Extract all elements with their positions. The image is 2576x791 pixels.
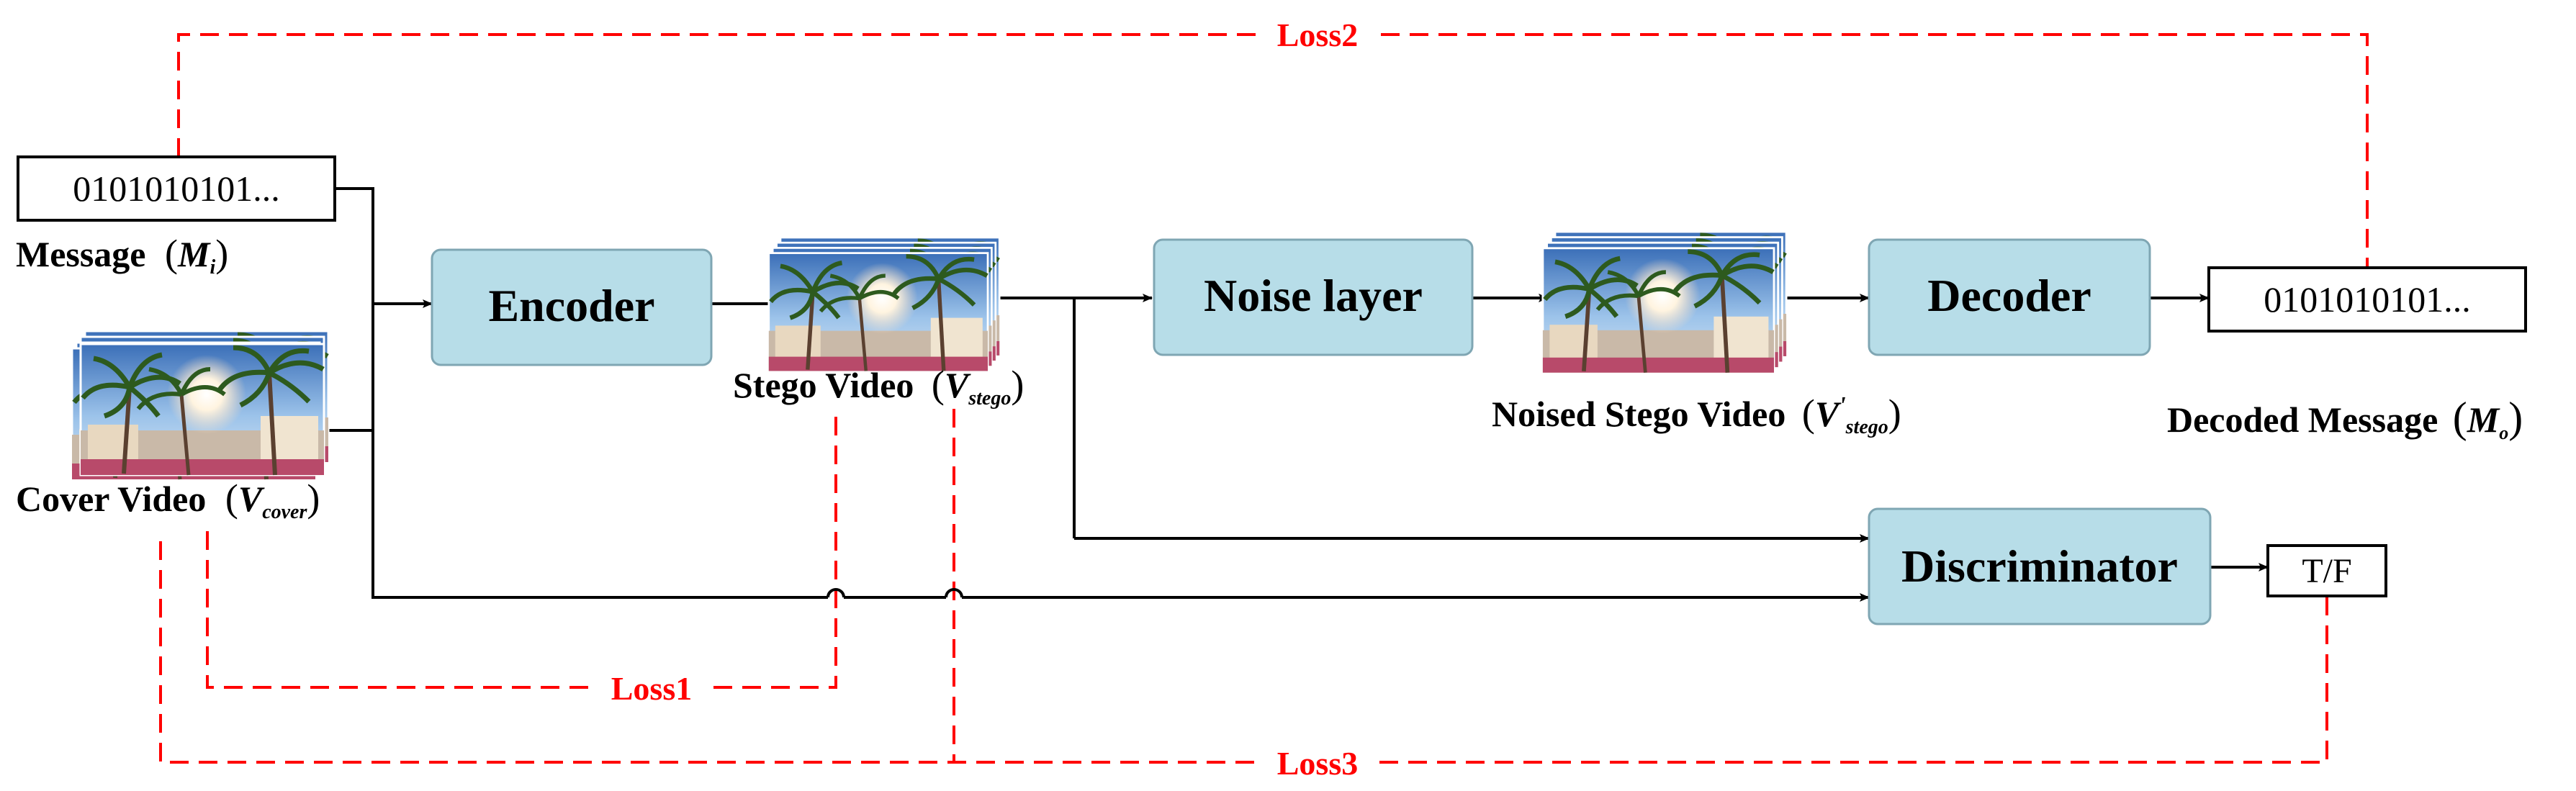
- tf-output: T/F: [2266, 544, 2387, 597]
- stego-video: Stego Video (Vstego): [733, 238, 1024, 410]
- noised-stego-video-frames: [1543, 232, 1786, 373]
- noised-stego-video: Noised Stego Video (V'stego): [1492, 232, 1901, 438]
- decoded-message-box: [2207, 266, 2527, 333]
- noise-layer-label: Noise layer: [1204, 270, 1423, 321]
- message-label: Message (Mi): [16, 232, 228, 279]
- loss2-line: [177, 33, 2369, 268]
- loss3-line: [159, 541, 2328, 764]
- message-bits: 0101010101...: [73, 168, 280, 209]
- cover-video: Cover Video (Vcover): [16, 331, 328, 523]
- decoder-label: Decoder: [1927, 270, 2091, 321]
- decoder-block: Decoder: [1868, 238, 2151, 356]
- encoder-box: [431, 248, 713, 366]
- discriminator-box: [1868, 507, 2212, 625]
- decoded-message-bits: 0101010101...: [2264, 279, 2471, 320]
- loss-lines: [159, 33, 2369, 764]
- cover-video-label: Cover Video (Vcover): [16, 476, 320, 523]
- decoded-message-label: Decoded Message (Mo): [2167, 394, 2523, 443]
- stego-video-label: Stego Video (Vstego): [733, 363, 1024, 410]
- tf-output-box: [2266, 544, 2387, 597]
- discriminator-block: Discriminator: [1868, 507, 2212, 625]
- cover-video-frames: [72, 331, 328, 479]
- loss3-label: Loss3: [1277, 745, 1358, 782]
- decoder-box: [1868, 238, 2151, 356]
- noise-layer-block: Noise layer: [1153, 238, 1474, 356]
- stego-video-frames: [769, 238, 999, 371]
- noised-stego-video-label: Noised Stego Video (V'stego): [1492, 392, 1901, 438]
- noise-layer-box: [1153, 238, 1474, 356]
- discriminator-label: Discriminator: [1901, 541, 2178, 592]
- message-bits-box: [17, 155, 336, 222]
- loss1-line: [206, 416, 837, 689]
- input-message: 0101010101... Message (Mi): [16, 155, 336, 279]
- decoded-message: 0101010101... Decoded Message (Mo): [2167, 266, 2527, 443]
- loss1-label: Loss1: [611, 670, 692, 707]
- connectors: [328, 187, 2269, 602]
- tf-output-label: T/F: [2302, 552, 2351, 590]
- loss-labels: Loss2 Loss1 Loss3: [598, 14, 1372, 783]
- encoder-label: Encoder: [488, 280, 654, 331]
- loss2-label: Loss2: [1277, 17, 1358, 53]
- encoder-block: Encoder: [431, 248, 713, 366]
